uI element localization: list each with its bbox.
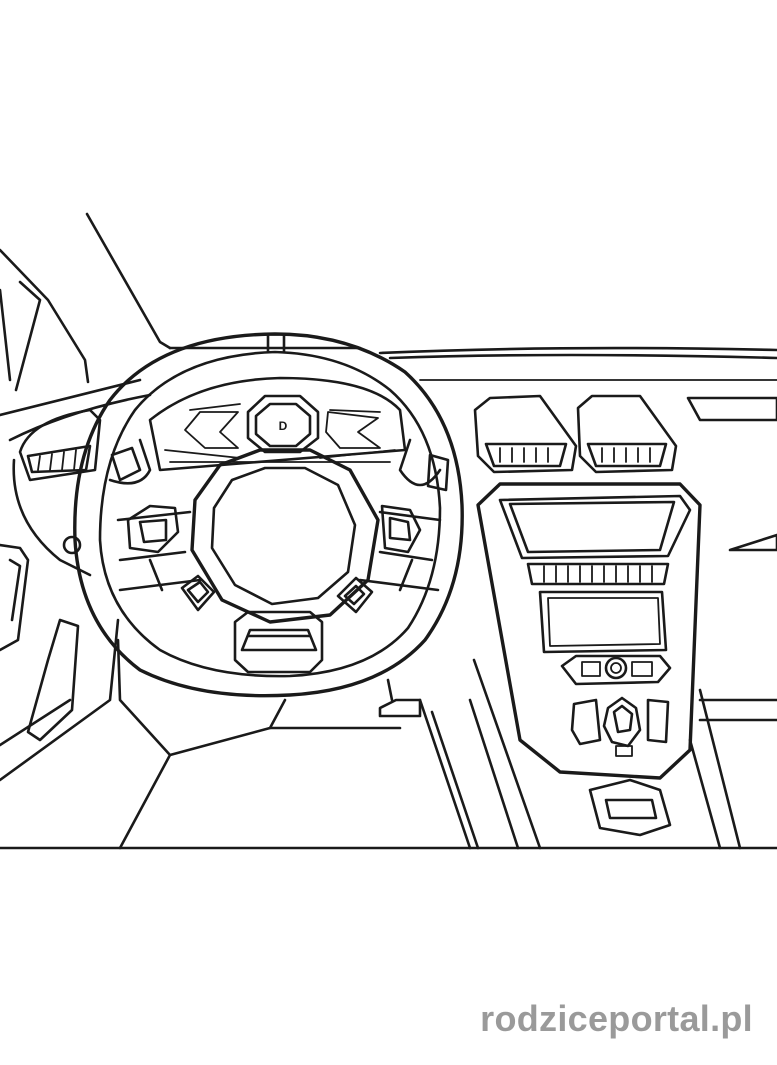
floor-lines <box>0 638 777 850</box>
center-console <box>468 482 777 850</box>
dashboard-top <box>0 346 777 442</box>
steering-wheel <box>73 332 464 698</box>
windshield-frame <box>0 212 362 392</box>
watermark-text: rodziceportal.pl <box>480 998 753 1039</box>
left-air-vent <box>12 408 102 577</box>
dash-trim <box>686 396 777 552</box>
center-air-vent-left <box>473 394 578 474</box>
cluster-emblem: D <box>279 419 288 433</box>
center-air-vent-right <box>576 394 678 474</box>
pedal <box>378 678 422 718</box>
left-door-panel <box>0 543 120 782</box>
instrument-cluster <box>148 376 407 472</box>
